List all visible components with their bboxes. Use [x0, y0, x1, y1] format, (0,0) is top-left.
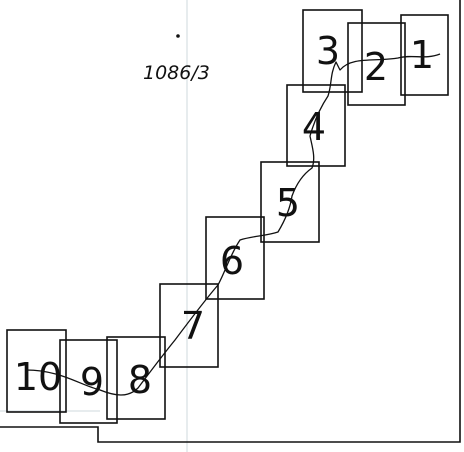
frame-10	[6, 329, 67, 413]
frame-6	[205, 216, 265, 300]
frame-label-7: 7	[181, 304, 205, 348]
connecting-path	[25, 53, 441, 396]
frame-label-1: 1	[410, 33, 434, 77]
ink-dot	[176, 34, 180, 38]
drawing-reference-number: 1086/3	[143, 62, 210, 84]
frame-label-3: 3	[316, 29, 340, 73]
frame-label-5: 5	[276, 181, 300, 225]
frame-8	[106, 336, 166, 420]
frame-9	[59, 339, 118, 424]
stair-outline	[0, 0, 461, 443]
frame-4	[286, 84, 346, 167]
frame-1	[400, 14, 449, 96]
frame-label-10: 10	[14, 355, 62, 399]
frame-5	[260, 161, 320, 243]
frame-label-6: 6	[220, 239, 244, 283]
frame-label-9: 9	[80, 360, 104, 404]
frame-label-4: 4	[302, 105, 326, 149]
frame-3	[302, 9, 363, 93]
frame-label-8: 8	[128, 358, 152, 402]
frame-label-2: 2	[364, 45, 388, 89]
frame-7	[159, 283, 219, 368]
